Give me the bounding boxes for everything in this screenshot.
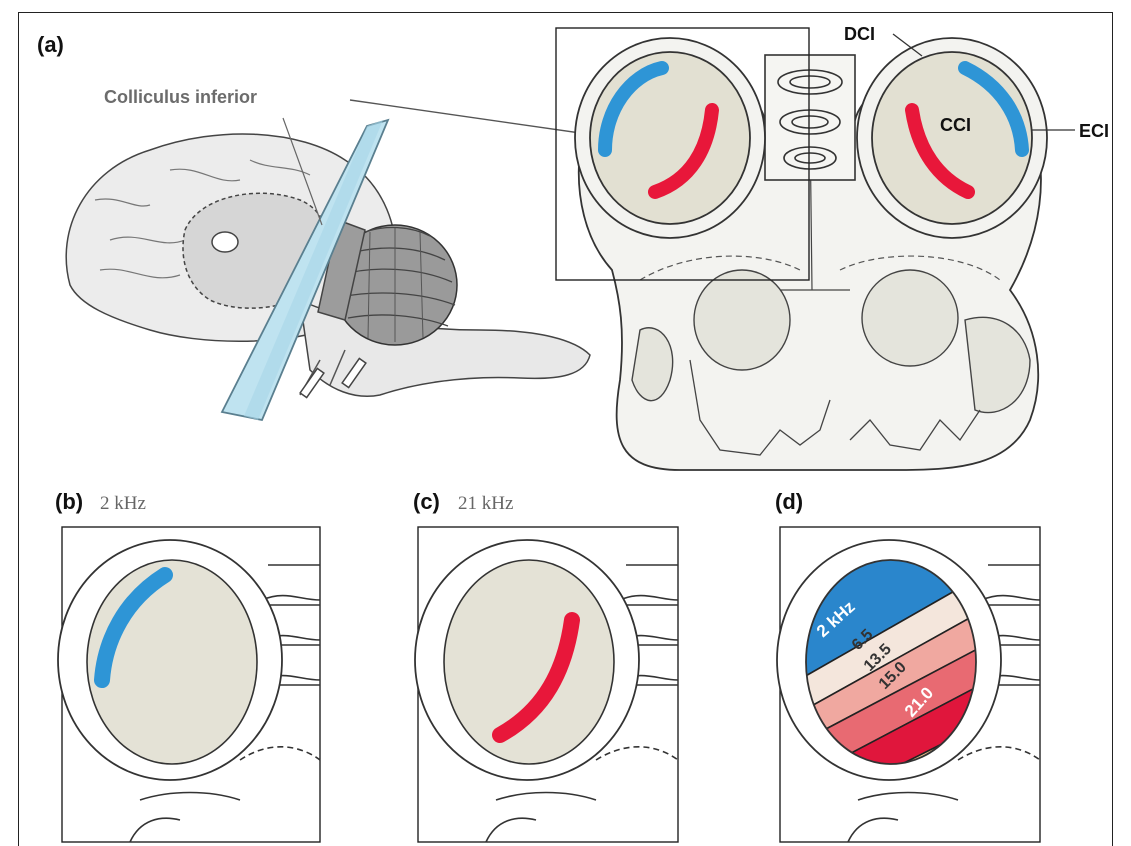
panel-a: (a) Colliculus inferior [37, 32, 629, 420]
eci-label: ECI [1079, 121, 1109, 141]
panel-c-inset [415, 527, 678, 842]
panel-c-letter: (c) [413, 489, 440, 514]
colliculus-label: Colliculus inferior [104, 87, 257, 107]
panel-b-letter: (b) [55, 489, 83, 514]
panel-b-inset [58, 527, 320, 842]
cci-label: CCI [940, 115, 971, 135]
midline-column [765, 55, 855, 180]
sagittal-brain-drawing [66, 134, 590, 398]
right-colliculus [857, 38, 1047, 238]
panel-b: (b) 2 kHz [55, 489, 320, 842]
panel-b-frequency: 2 kHz [100, 493, 146, 514]
panel-c-frequency: 21 kHz [458, 493, 513, 514]
coronal-section [556, 28, 1047, 470]
panel-c: (c) 21 kHz [413, 489, 678, 842]
panel-d-letter: (d) [775, 489, 803, 514]
left-colliculus [575, 38, 765, 238]
panel-a-letter: (a) [37, 32, 64, 57]
dci-label: DCI [844, 24, 875, 44]
